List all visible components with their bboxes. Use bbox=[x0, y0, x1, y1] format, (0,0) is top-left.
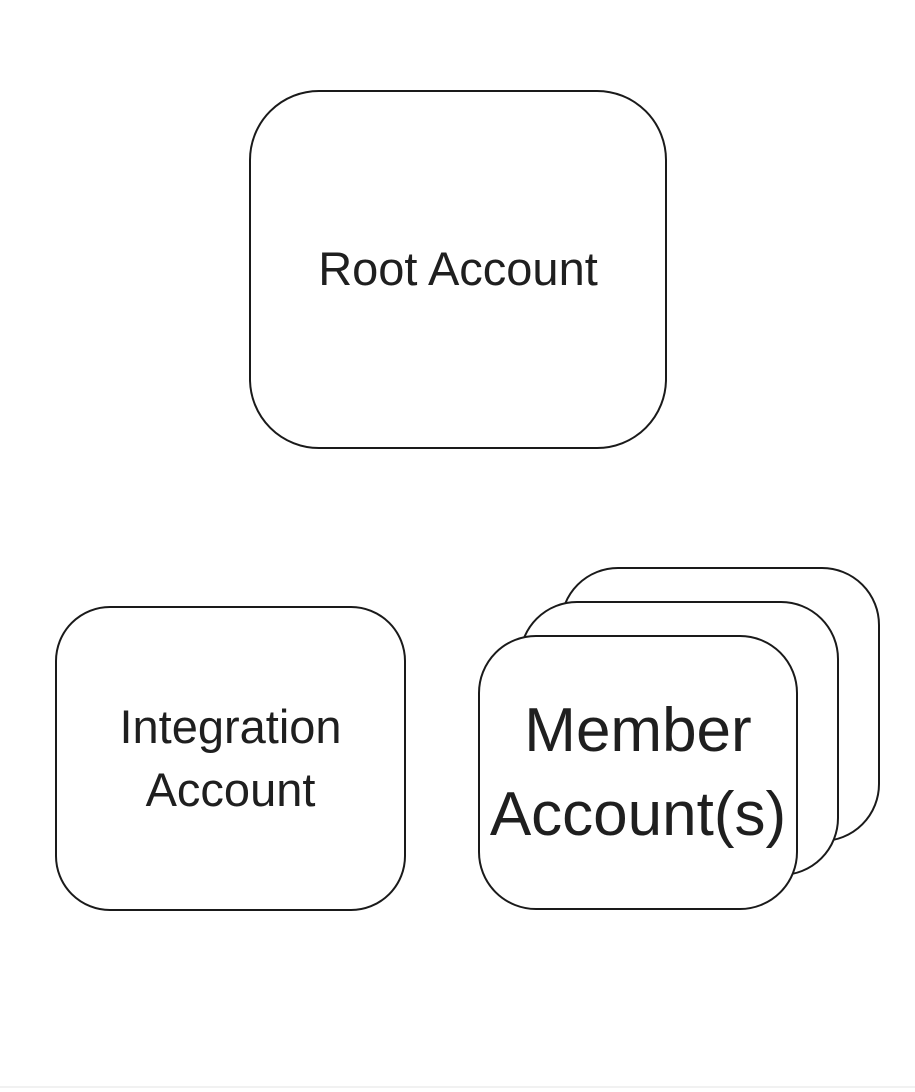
node-root-account[interactable]: Root Account bbox=[249, 90, 667, 449]
integration-account-label: Integration Account bbox=[119, 699, 342, 816]
root-account-label: Root Account bbox=[318, 242, 598, 296]
node-integration-account[interactable]: Integration Account bbox=[55, 606, 406, 911]
bottom-divider-line bbox=[0, 1086, 915, 1088]
member-accounts-label: Member Account(s) bbox=[489, 696, 787, 849]
node-member-accounts[interactable]: Member Account(s) bbox=[478, 635, 798, 910]
